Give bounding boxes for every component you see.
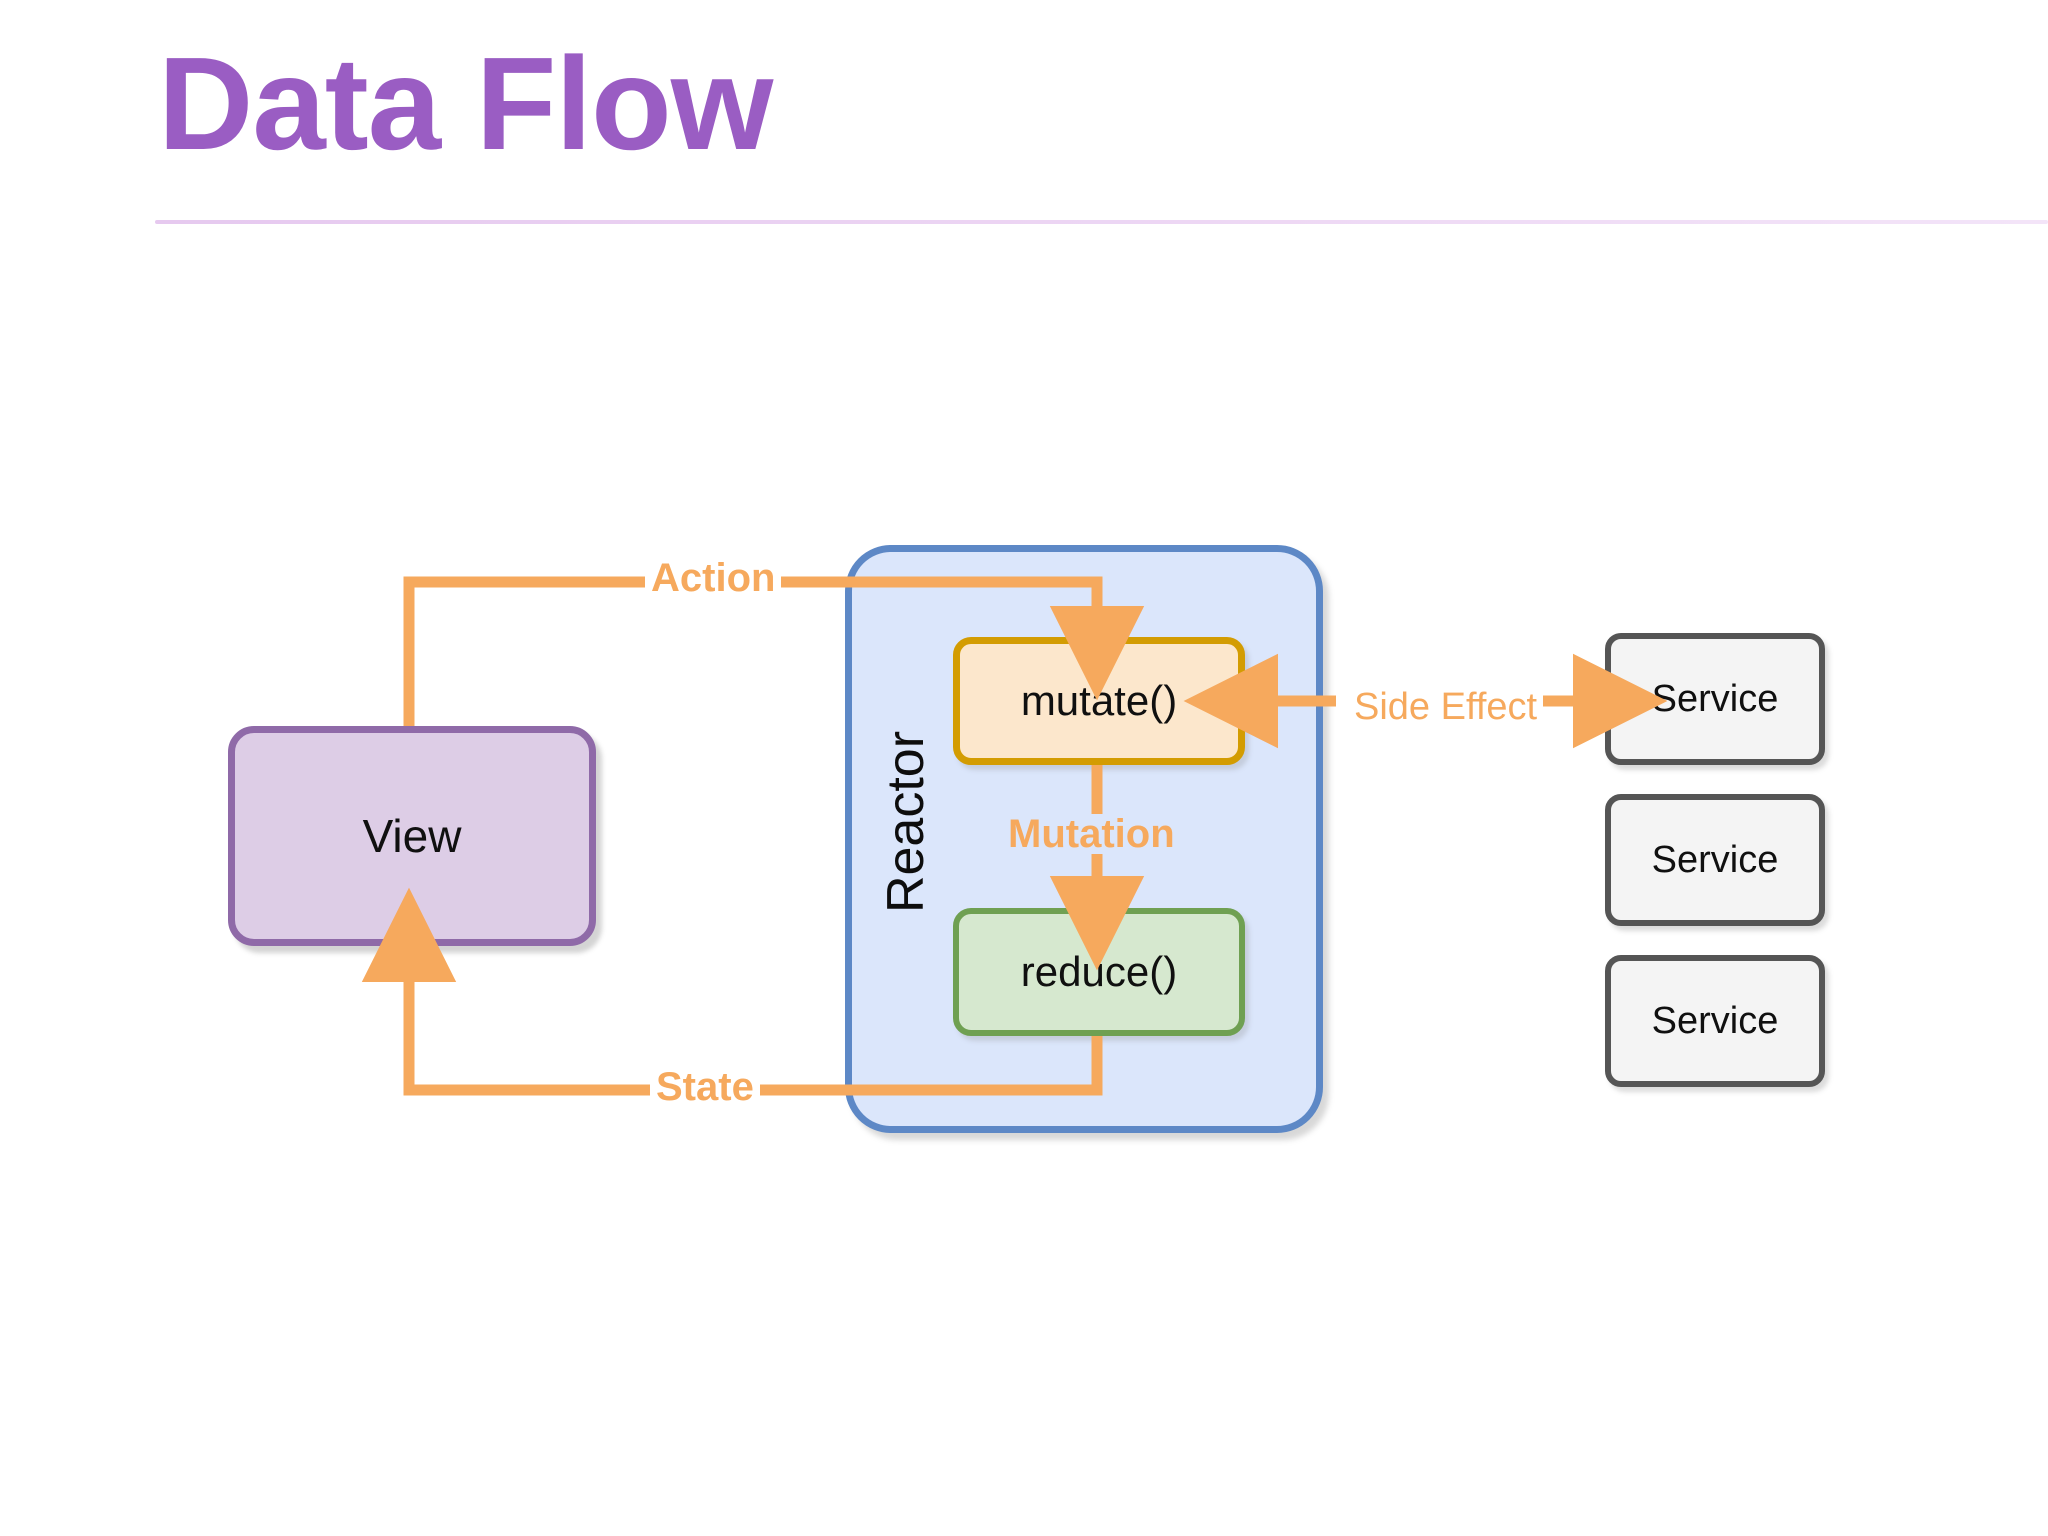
node-mutate-label: mutate() <box>1020 677 1178 724</box>
node-service-1-label: Service <box>1651 838 1779 881</box>
edge-label-side-effect: Side Effect <box>1348 688 1544 726</box>
page-title: Data Flow <box>158 30 773 177</box>
node-mutate[interactable]: mutate() <box>953 637 1245 765</box>
node-reduce[interactable]: reduce() <box>953 908 1245 1036</box>
edge-label-mutation: Mutation <box>1002 814 1181 854</box>
node-view-label: View <box>362 810 462 862</box>
node-reduce-label: reduce() <box>1020 948 1178 995</box>
node-reactor-label: Reactor <box>877 730 935 914</box>
node-service-1[interactable]: Service <box>1605 794 1825 926</box>
node-service-0[interactable]: Service <box>1605 633 1825 765</box>
node-service-2[interactable]: Service <box>1605 955 1825 1087</box>
node-service-2-label: Service <box>1651 999 1779 1042</box>
node-view[interactable]: View <box>228 726 596 946</box>
node-service-0-label: Service <box>1651 677 1779 720</box>
title-divider <box>155 220 2048 224</box>
edge-label-action: Action <box>645 558 782 598</box>
edge-label-state: State <box>650 1067 760 1107</box>
